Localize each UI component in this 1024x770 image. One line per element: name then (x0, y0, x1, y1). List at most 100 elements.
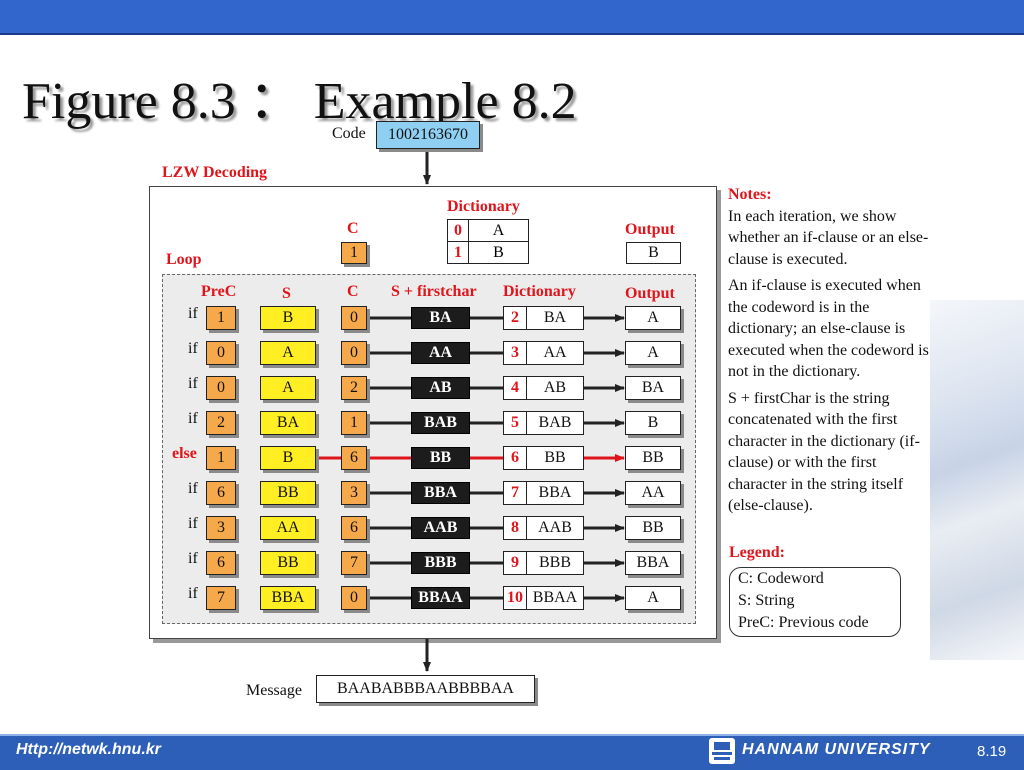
lzw-decoding-title: LZW Decoding (162, 164, 268, 181)
row-s-box: AA (260, 516, 316, 540)
row-dict-index: 7 (503, 481, 527, 505)
init-dict-row: 1 B (447, 241, 529, 264)
row-output-box: BBA (625, 551, 681, 575)
row-output-box: BB (625, 446, 681, 470)
row-sfirst-box: BB (411, 447, 470, 469)
row-connectors (316, 314, 625, 602)
init-dict-value: B (468, 241, 529, 264)
row-dict-index: 2 (503, 306, 527, 330)
notes-paragraph: In each iteration, we show whether an if… (728, 207, 929, 268)
header-dictionary: Dictionary (503, 283, 576, 300)
row-c-box: 3 (341, 481, 367, 505)
slide-title: Figure 8.3 ： Example 8.2 (22, 73, 577, 130)
row-sfirst-box: AA (411, 342, 470, 364)
row-condition: if (188, 480, 198, 497)
init-c-box: 1 (341, 242, 367, 264)
row-prec-box: 0 (206, 376, 236, 400)
row-c-box: 2 (341, 376, 367, 400)
row-c-box: 0 (341, 586, 367, 610)
row-sfirst-box: AAB (411, 517, 470, 539)
row-output-box: BB (625, 516, 681, 540)
row-sfirst-box: AB (411, 377, 470, 399)
row-s-box: B (260, 446, 316, 470)
row-dict-index: 9 (503, 551, 527, 575)
row-output-box: B (625, 411, 681, 435)
row-condition: if (188, 340, 198, 357)
init-c-header: C (347, 220, 359, 237)
legend-title: Legend: (729, 544, 785, 561)
row-output-box: BA (625, 376, 681, 400)
legend-item: C: Codeword (738, 570, 824, 587)
init-output-box: B (626, 242, 681, 264)
row-c-box: 6 (341, 516, 367, 540)
message-value-box: BAABABBBAABBBBAA (316, 675, 535, 703)
page-number: 8.19 (977, 743, 1007, 760)
notes-paragraph: S + firstChar is the string concatenated… (728, 389, 920, 515)
row-dict-entry: AA (526, 341, 584, 365)
row-s-box: BA (260, 411, 316, 435)
row-dict-index: 4 (503, 376, 527, 400)
row-c-box: 0 (341, 341, 367, 365)
bottom-bar (0, 734, 1024, 770)
row-c-box: 0 (341, 306, 367, 330)
row-output-box: AA (625, 481, 681, 505)
row-output-box: A (625, 341, 681, 365)
footer-university: HANNAM UNIVERSITY (742, 741, 931, 758)
footer-url: Http://netwk.hnu.kr (16, 741, 161, 758)
row-sfirst-box: BBAA (411, 587, 470, 609)
row-output-box: A (625, 306, 681, 330)
row-dict-index: 6 (503, 446, 527, 470)
top-bar-divider (0, 33, 1024, 35)
top-bar (0, 0, 1024, 33)
code-label: Code (332, 125, 366, 142)
row-condition: if (188, 585, 198, 602)
row-sfirst-box: BA (411, 307, 470, 329)
university-logo-icon (709, 738, 735, 764)
row-prec-box: 6 (206, 551, 236, 575)
legend-item: S: String (738, 592, 795, 609)
row-output-box: A (625, 586, 681, 610)
row-c-box: 7 (341, 551, 367, 575)
row-dict-entry: AAB (526, 516, 584, 540)
row-dict-index: 8 (503, 516, 527, 540)
row-s-box: BBA (260, 586, 316, 610)
row-dict-entry: BAB (526, 411, 584, 435)
row-dict-index: 10 (503, 586, 527, 610)
row-prec-box: 1 (206, 446, 236, 470)
init-dictionary-header: Dictionary (447, 198, 520, 215)
row-prec-box: 7 (206, 586, 236, 610)
init-dictionary-table: 0 A 1 B (447, 219, 529, 264)
row-prec-box: 6 (206, 481, 236, 505)
row-sfirst-box: BAB (411, 412, 470, 434)
row-condition: if (188, 305, 198, 322)
row-prec-box: 2 (206, 411, 236, 435)
row-c-box: 6 (341, 446, 367, 470)
notes-paragraph: An if-clause is executed when the codewo… (728, 277, 929, 380)
row-condition: if (188, 515, 198, 532)
loop-label: Loop (166, 251, 202, 268)
row-dict-entry: BA (526, 306, 584, 330)
header-s: S (282, 285, 291, 302)
init-dict-row: 0 A (447, 219, 529, 242)
legend-box: C: Codeword S: String PreC: Previous cod… (729, 567, 901, 637)
legend-item: PreC: Previous code (738, 614, 869, 631)
init-output-header: Output (625, 221, 675, 238)
header-output: Output (625, 285, 675, 302)
row-condition: else (172, 445, 197, 462)
header-s-firstchar: S + firstchar (391, 283, 477, 300)
row-s-box: A (260, 341, 316, 365)
row-prec-box: 0 (206, 341, 236, 365)
message-label: Message (246, 682, 302, 699)
row-sfirst-box: BBA (411, 482, 470, 504)
row-condition: if (188, 410, 198, 427)
row-s-box: BB (260, 551, 316, 575)
row-dict-entry: BB (526, 446, 584, 470)
row-sfirst-box: BBB (411, 552, 470, 574)
row-dict-entry: BBA (526, 481, 584, 505)
row-prec-box: 3 (206, 516, 236, 540)
code-value-box: 1002163670 (376, 121, 480, 149)
row-dict-entry: BBB (526, 551, 584, 575)
row-s-box: BB (260, 481, 316, 505)
header-c: C (347, 283, 359, 300)
